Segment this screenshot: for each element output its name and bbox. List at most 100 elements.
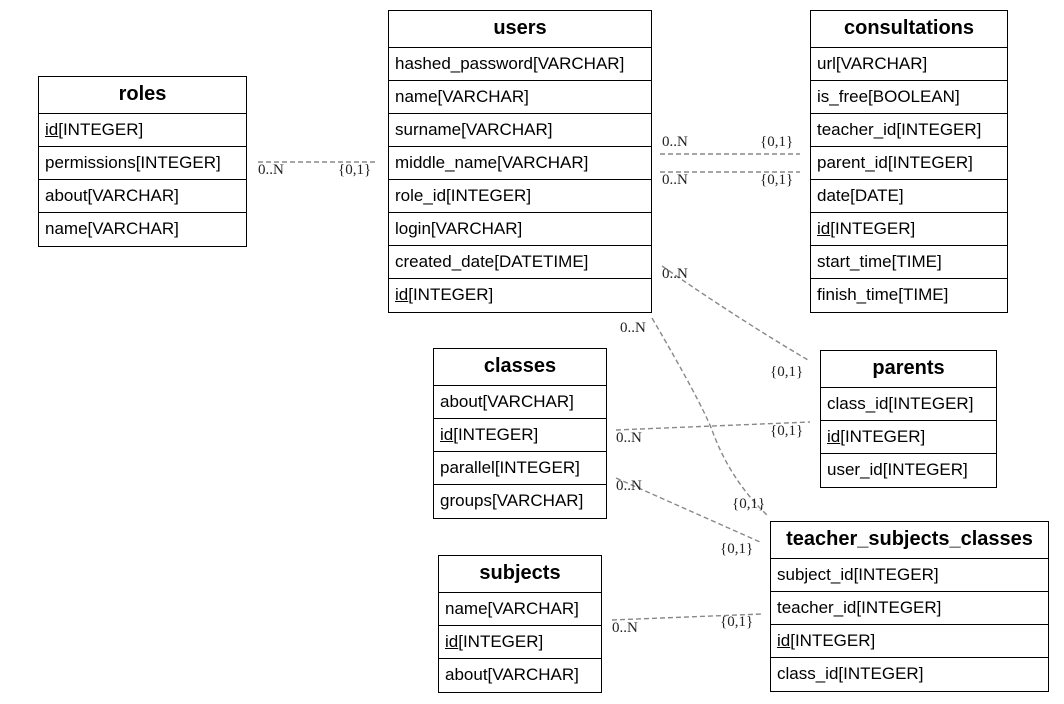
field-name: class_id [827, 394, 889, 413]
field-row: middle_name[VARCHAR] [389, 147, 651, 180]
field-name: teacher_id [817, 120, 897, 139]
edge-users-parents [661, 265, 809, 361]
table-title: roles [39, 77, 246, 114]
field-row: finish_time[TIME] [811, 279, 1007, 312]
cardinality-one: {0,1} [732, 496, 766, 512]
field-type: [VARCHAR] [491, 491, 584, 510]
edge-subjects-teacher-subjects-classes [611, 613, 763, 621]
cardinality-many: 0..N [662, 172, 688, 188]
field-row: name[VARCHAR] [39, 213, 246, 246]
field-type: [INTEGER] [494, 458, 580, 477]
cardinality-one: {0,1} [338, 162, 372, 178]
field-type: [VARCHAR] [482, 392, 574, 411]
field-name: about [445, 665, 488, 684]
field-name: role_id [395, 186, 447, 205]
cardinality-many: 0..N [662, 134, 688, 150]
field-type: [INTEGER] [458, 632, 544, 651]
field-row: login[VARCHAR] [389, 213, 651, 246]
edge-classes-parents [615, 421, 811, 431]
field-row: parallel[INTEGER] [434, 452, 606, 485]
field-type: [INTEGER] [853, 565, 939, 584]
field-row: id[INTEGER] [439, 626, 601, 659]
field-name: id [445, 632, 459, 651]
field-name: groups [440, 491, 492, 510]
field-row: teacher_id[INTEGER] [811, 114, 1007, 147]
cardinality-many: 0..N [616, 478, 642, 494]
field-row: id[INTEGER] [821, 421, 996, 454]
field-type: [INTEGER] [408, 285, 494, 304]
field-row: class_id[INTEGER] [821, 388, 996, 421]
field-type: [INTEGER] [882, 460, 968, 479]
field-type: [VARCHAR] [87, 219, 179, 238]
field-row: subject_id[INTEGER] [771, 559, 1048, 592]
table-parents[interactable]: parents class_id[INTEGER] id[INTEGER] us… [820, 350, 997, 488]
field-type: [INTEGER] [830, 219, 916, 238]
field-name: name [445, 599, 488, 618]
edge-classes-teacher-subjects-classes [615, 477, 761, 543]
field-name: permissions [45, 153, 136, 172]
cardinality-many: 0..N [258, 162, 284, 178]
field-type: [TIME] [891, 252, 942, 271]
field-type: [VARCHAR] [532, 54, 625, 73]
table-title: teacher_subjects_classes [771, 522, 1048, 559]
field-name: id [827, 427, 841, 446]
table-consultations[interactable]: consultations url[VARCHAR] is_free[BOOLE… [810, 10, 1008, 313]
cardinality-one: {0,1} [720, 541, 754, 557]
field-row: id[INTEGER] [811, 213, 1007, 246]
field-type: [VARCHAR] [487, 665, 579, 684]
field-name: user_id [827, 460, 883, 479]
field-name: login [395, 219, 431, 238]
field-type: [INTEGER] [135, 153, 221, 172]
field-name: url [817, 54, 836, 73]
field-row: name[VARCHAR] [389, 81, 651, 114]
field-type: [INTEGER] [790, 631, 876, 650]
field-row: user_id[INTEGER] [821, 454, 996, 487]
field-name: date [817, 186, 851, 205]
field-type: [INTEGER] [887, 153, 973, 172]
field-name: is_free [817, 87, 869, 106]
field-row: id[INTEGER] [39, 114, 246, 147]
field-type: [VARCHAR] [487, 599, 579, 618]
table-title: classes [434, 349, 606, 386]
field-name: surname [395, 120, 462, 139]
field-name: id [817, 219, 831, 238]
field-row: surname[VARCHAR] [389, 114, 651, 147]
table-users[interactable]: users hashed_password[VARCHAR] name[VARC… [388, 10, 652, 313]
field-row: about[VARCHAR] [439, 659, 601, 692]
field-name: subject_id [777, 565, 854, 584]
cardinality-many: 0..N [616, 430, 642, 446]
field-name: id [440, 425, 454, 444]
table-teacher-subjects-classes[interactable]: teacher_subjects_classes subject_id[INTE… [770, 521, 1049, 692]
field-row: name[VARCHAR] [439, 593, 601, 626]
field-type: [BOOLEAN] [868, 87, 960, 106]
field-type: [VARCHAR] [497, 153, 589, 172]
table-roles[interactable]: roles id[INTEGER] permissions[INTEGER] a… [38, 76, 247, 247]
field-row: hashed_password[VARCHAR] [389, 48, 651, 81]
cardinality-one: {0,1} [720, 614, 754, 630]
field-row: groups[VARCHAR] [434, 485, 606, 518]
field-name: name [395, 87, 438, 106]
field-name: id [395, 285, 409, 304]
field-type: [DATE] [850, 186, 904, 205]
field-row: is_free[BOOLEAN] [811, 81, 1007, 114]
field-type: [VARCHAR] [437, 87, 529, 106]
field-name: start_time [817, 252, 892, 271]
table-classes[interactable]: classes about[VARCHAR] id[INTEGER] paral… [433, 348, 607, 519]
field-type: [INTEGER] [888, 394, 974, 413]
field-row: id[INTEGER] [389, 279, 651, 312]
field-type: [VARCHAR] [87, 186, 179, 205]
field-name: about [440, 392, 483, 411]
field-row: permissions[INTEGER] [39, 147, 246, 180]
field-type: [INTEGER] [896, 120, 982, 139]
table-title: users [389, 11, 651, 48]
cardinality-many: 0..N [662, 266, 688, 282]
table-subjects[interactable]: subjects name[VARCHAR] id[INTEGER] about… [438, 555, 602, 693]
field-row: parent_id[INTEGER] [811, 147, 1007, 180]
field-row: url[VARCHAR] [811, 48, 1007, 81]
field-name: finish_time [817, 285, 899, 304]
cardinality-one: {0,1} [760, 134, 794, 150]
cardinality-one: {0,1} [760, 172, 794, 188]
field-name: parent_id [817, 153, 888, 172]
field-name: teacher_id [777, 598, 857, 617]
